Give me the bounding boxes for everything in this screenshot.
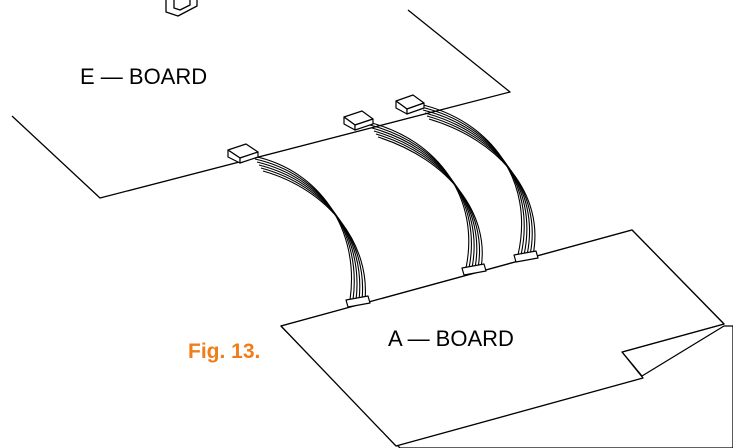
- a-board-connector-3: [513, 250, 539, 263]
- ribbon-cable-2: [367, 121, 483, 269]
- e-board-connector-3: [395, 94, 425, 115]
- e-board-top-tab: [165, 0, 198, 17]
- a-board-connector-2: [461, 263, 487, 276]
- figure-caption: Fig. 13.: [188, 340, 260, 363]
- e-board-connector-2: [343, 110, 374, 131]
- e-board-connector-1: [227, 143, 259, 164]
- a-board-label: A — BOARD: [388, 326, 514, 351]
- a-board-shape: [280, 229, 725, 447]
- e-board-label: E — BOARD: [80, 64, 207, 89]
- ribbon-cable-3: [418, 103, 536, 256]
- ribbon-cable-1: [252, 155, 366, 301]
- a-board-connector-1: [345, 295, 371, 308]
- e-board-outline: [11, 9, 511, 199]
